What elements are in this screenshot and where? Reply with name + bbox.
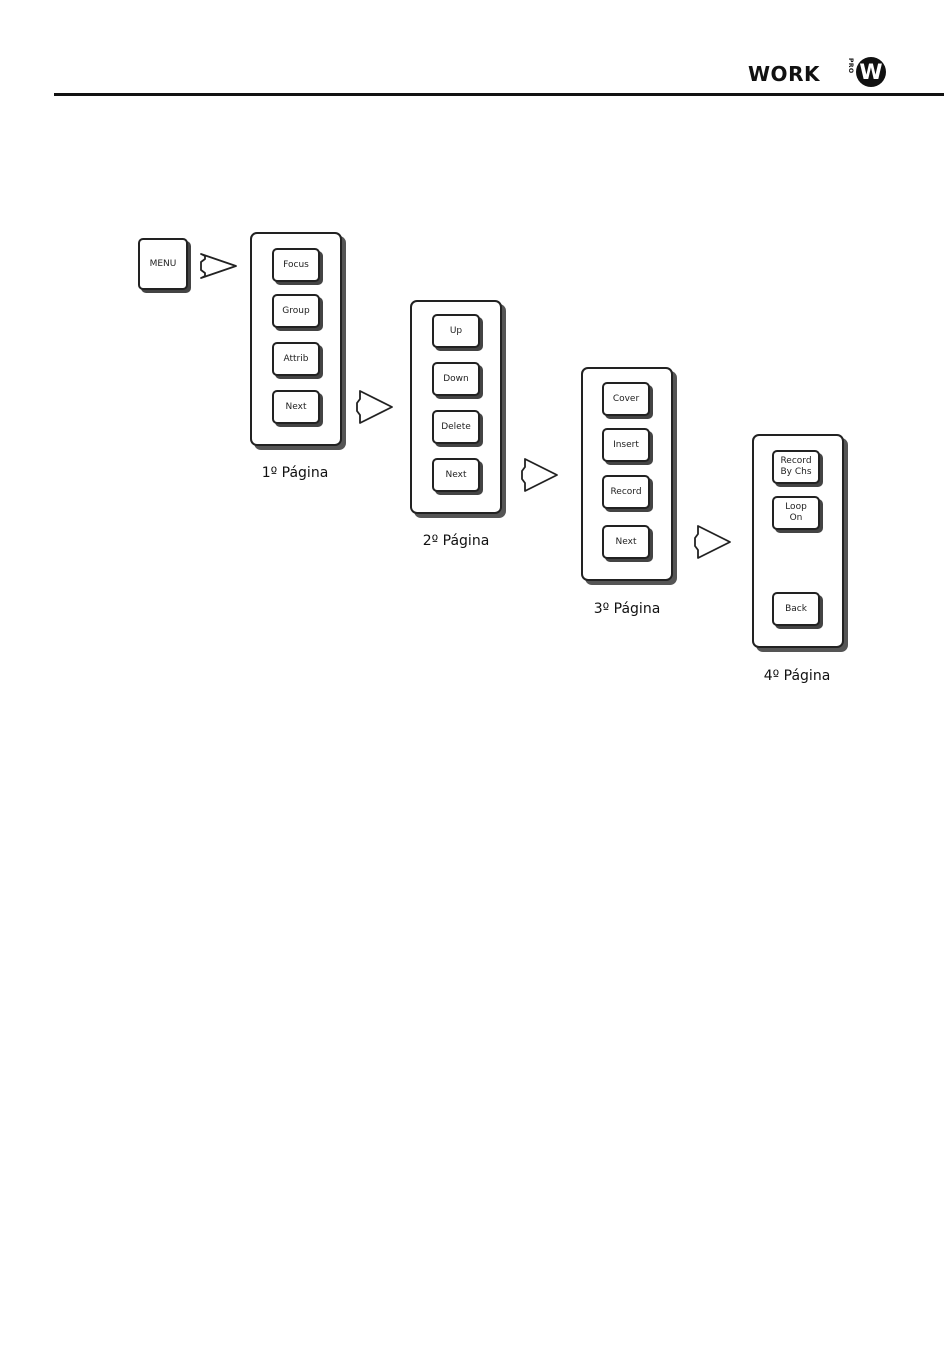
logo-wordmark: WORK	[748, 62, 820, 86]
workpro-logo: WORK PRO W	[748, 56, 888, 92]
loop-on-button[interactable]: Loop On	[772, 496, 820, 530]
next-button[interactable]: Next	[272, 390, 320, 424]
next-button[interactable]: Next	[602, 525, 650, 559]
record-button[interactable]: Record	[602, 475, 650, 509]
header-divider	[54, 93, 944, 96]
next-button[interactable]: Next	[432, 458, 480, 492]
arrow-right-icon	[200, 246, 240, 286]
back-button[interactable]: Back	[772, 592, 820, 626]
record-by-chs-button[interactable]: Record By Chs	[772, 450, 820, 484]
insert-button[interactable]: Insert	[602, 428, 650, 462]
page-2-label: 2º Página	[396, 533, 516, 549]
down-button[interactable]: Down	[432, 362, 480, 396]
page-1-label: 1º Página	[235, 465, 355, 481]
logo-pro-text: PRO	[847, 58, 854, 74]
arrow-right-icon	[521, 455, 561, 495]
page-4-label: 4º Página	[737, 668, 857, 684]
arrow-right-icon	[694, 522, 734, 562]
logo-mark: W	[856, 57, 886, 87]
arrow-right-icon	[356, 387, 396, 427]
page-3-label: 3º Página	[567, 601, 687, 617]
group-button[interactable]: Group	[272, 294, 320, 328]
attrib-button[interactable]: Attrib	[272, 342, 320, 376]
delete-button[interactable]: Delete	[432, 410, 480, 444]
menu-button[interactable]: MENU	[138, 238, 188, 290]
focus-button[interactable]: Focus	[272, 248, 320, 282]
cover-button[interactable]: Cover	[602, 382, 650, 416]
up-button[interactable]: Up	[432, 314, 480, 348]
